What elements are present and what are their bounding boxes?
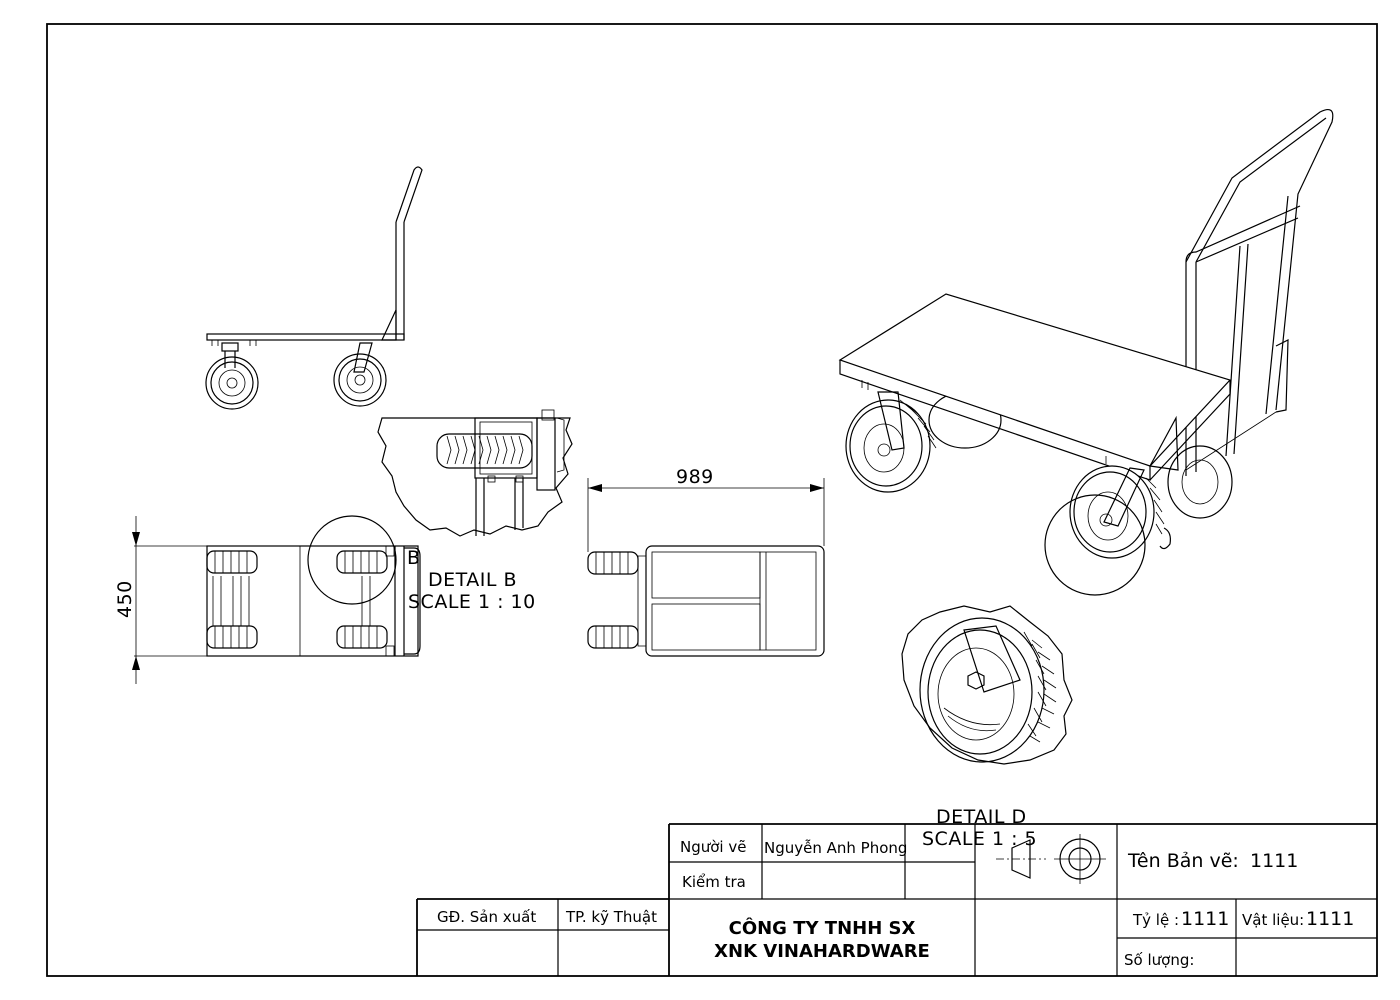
drawing-name-label: Tên Bản vẽ: [1127, 850, 1239, 872]
quantity-label: Số lượng: [1124, 951, 1194, 969]
bottom-view [587, 545, 825, 657]
sheet-border [46, 23, 1378, 977]
drawn-by-label: Người vẽ [680, 838, 746, 856]
side-view [205, 166, 423, 410]
detail-b-title: DETAIL B [428, 569, 517, 591]
width-dimension: 989 [587, 466, 825, 552]
drawn-by-value: Nguyễn Anh Phong [764, 839, 907, 857]
scale-label: Tỷ lệ : [1132, 911, 1179, 929]
title-block: Người vẽ Nguyễn Anh Phong Kiểm tra GĐ. S… [416, 823, 1377, 976]
projection-symbol-icon [996, 834, 1106, 884]
detail-d-scale: SCALE 1 : 5 [922, 828, 1037, 850]
checked-by-label: Kiểm tra [682, 873, 746, 891]
company-name-line1: CÔNG TY TNHH SX [729, 917, 916, 939]
detail-b-scale: SCALE 1 : 10 [408, 591, 536, 613]
isometric-view [838, 109, 1334, 596]
detail-b-marker: B [407, 547, 421, 569]
width-label: 989 [676, 466, 714, 488]
material-value: 1111 [1306, 908, 1354, 930]
company-name-line2: XNK VINAHARDWARE [714, 941, 930, 962]
height-dimension: 450 [114, 516, 207, 684]
material-label: Vật liệu: [1242, 911, 1304, 929]
drawing-name-value: 1111 [1250, 850, 1298, 872]
detail-d-title: DETAIL D [936, 806, 1027, 828]
top-view: B [206, 515, 421, 657]
detail-b-view [377, 409, 573, 537]
scale-value: 1111 [1181, 908, 1229, 930]
detail-d-view [901, 605, 1073, 765]
technical-head-label: TP. kỹ Thuật [565, 908, 657, 926]
height-label: 450 [114, 580, 136, 618]
production-director-label: GĐ. Sản xuất [437, 908, 536, 926]
